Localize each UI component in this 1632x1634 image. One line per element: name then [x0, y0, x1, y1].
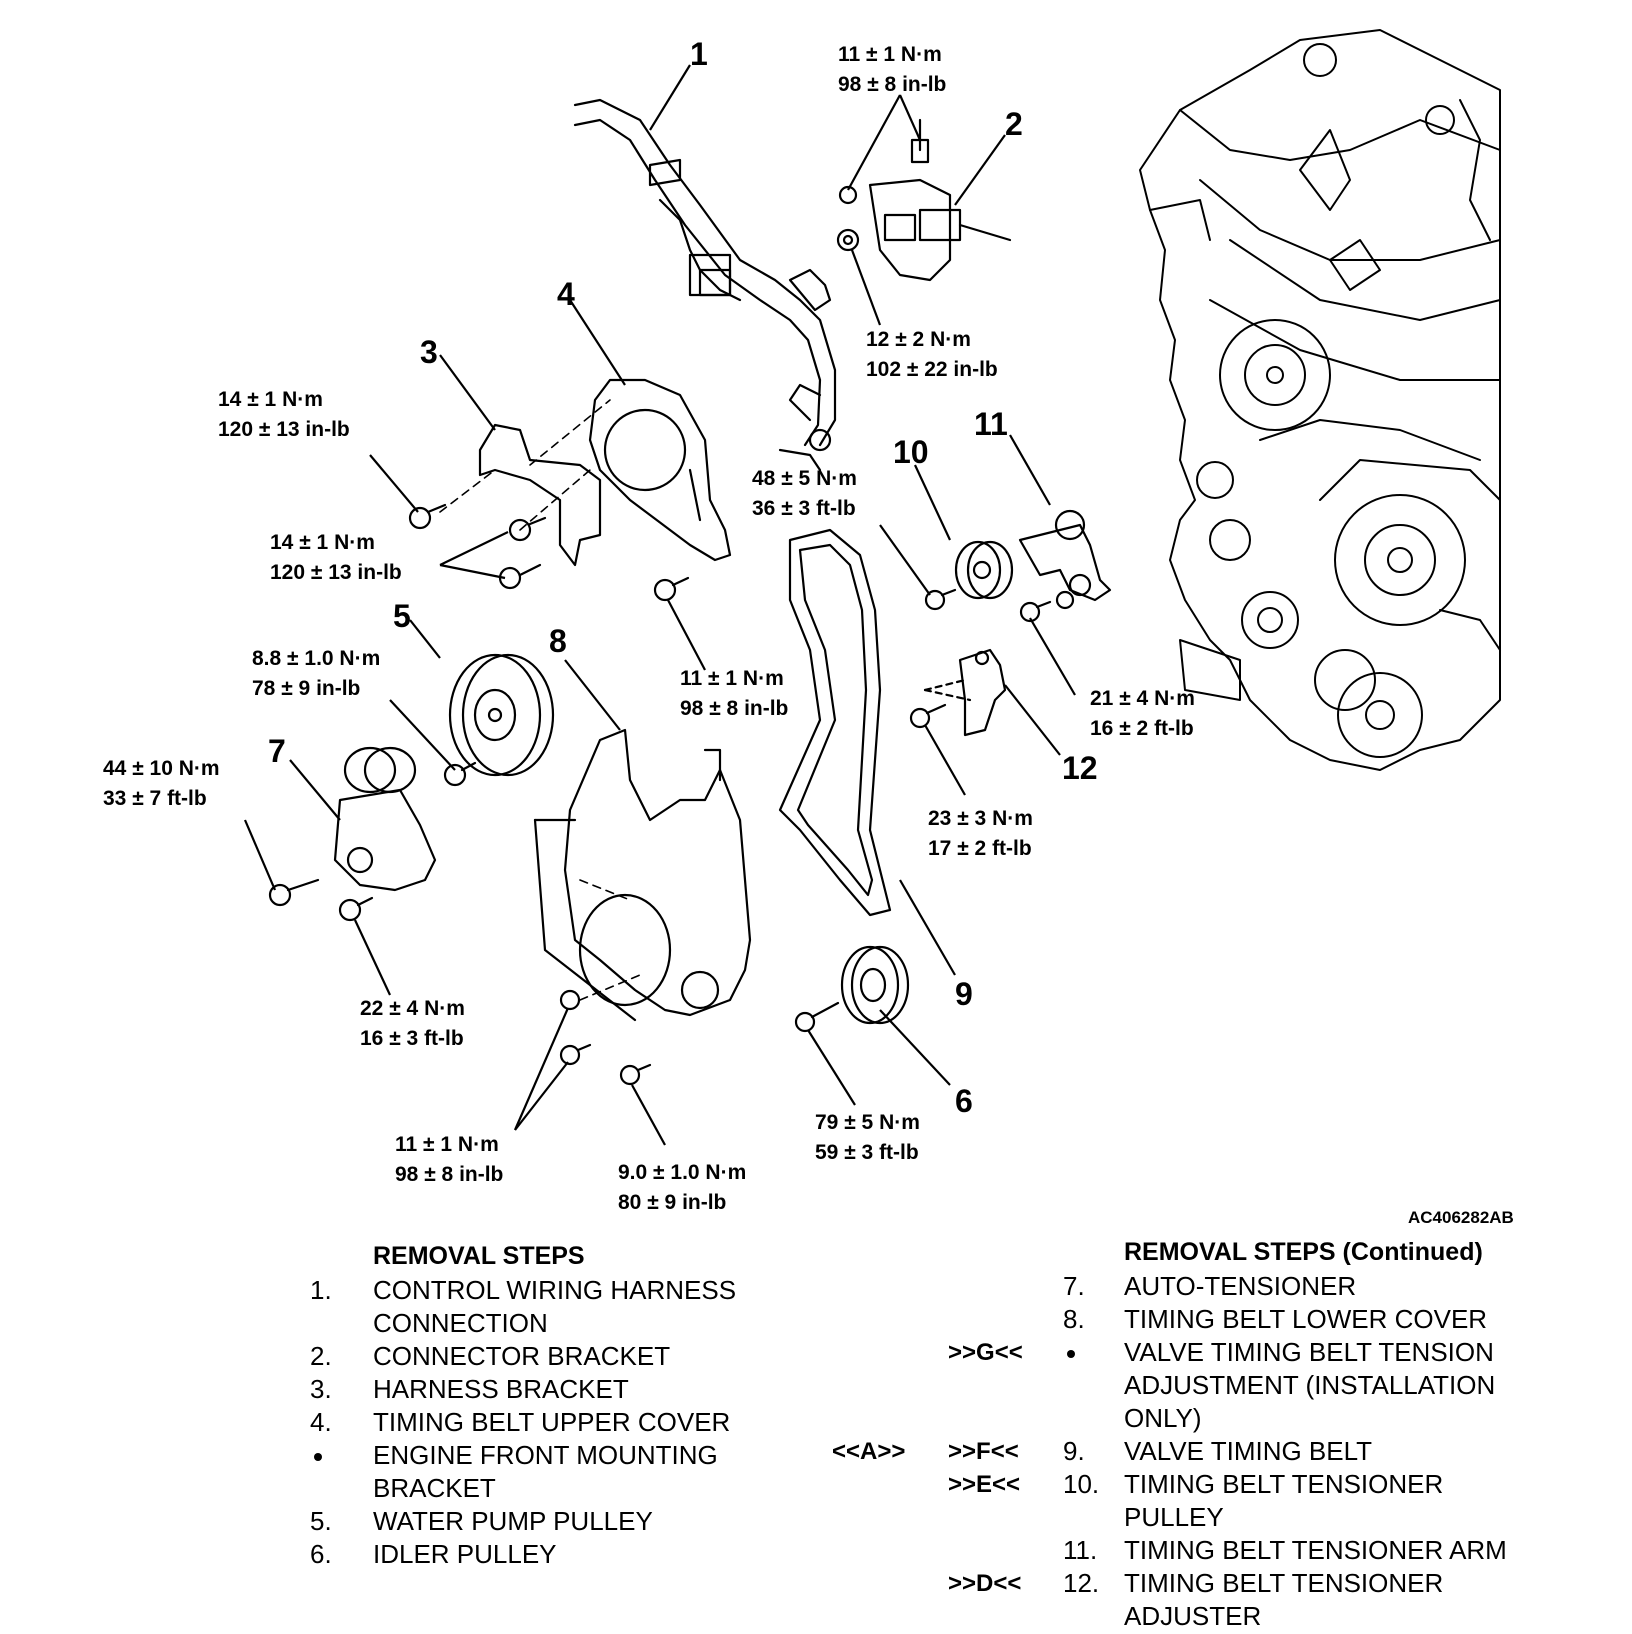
- removal-step-item: 8. TIMING BELT LOWER COVER: [0, 1303, 1487, 1336]
- step-text: CONTROL WIRING HARNESS: [373, 1275, 737, 1305]
- removal-steps-title: REMOVAL STEPS: [373, 1242, 585, 1270]
- callout-6: 6: [955, 1083, 973, 1119]
- step-reference-installation: >>D<<: [948, 1570, 1022, 1597]
- step-number: 7.: [1063, 1271, 1085, 1301]
- step-text: TIMING BELT TENSIONER: [1124, 1469, 1444, 1499]
- connector-bracket: [836, 118, 1012, 282]
- step-text: ADJUSTER: [1124, 1601, 1262, 1631]
- callout-1: 1: [690, 36, 708, 72]
- step-number: 9.: [1063, 1436, 1085, 1466]
- engine-assembly: [1139, 29, 1501, 771]
- step-number: 11.: [1063, 1535, 1098, 1565]
- step-number: 5.: [310, 1506, 332, 1536]
- bullet-icon: [310, 1439, 322, 1472]
- removal-step-item: 6. IDLER PULLEY: [0, 1538, 800, 1571]
- step-text: HARNESS BRACKET: [373, 1374, 629, 1404]
- step-text: ENGINE FRONT MOUNTING: [373, 1440, 718, 1470]
- callout-2: 2: [1005, 106, 1023, 142]
- step-text: ONLY): [1124, 1403, 1202, 1433]
- step-reference-removal: <<A>>: [832, 1438, 906, 1465]
- removal-step-item: 11. TIMING BELT TENSIONER ARM: [0, 1534, 1507, 1567]
- step-text: TIMING BELT TENSIONER: [1124, 1568, 1444, 1598]
- step-text: TIMING BELT TENSIONER ARM: [1124, 1535, 1507, 1565]
- callout-8: 8: [549, 623, 567, 659]
- step-reference-installation: >>G<<: [948, 1339, 1023, 1366]
- timing-belt-upper-cover: [498, 378, 732, 602]
- removal-step-item: 2. CONNECTOR BRACKET: [0, 1340, 800, 1373]
- step-text: CONNECTION: [373, 1308, 548, 1338]
- callout-10: 10: [893, 434, 929, 470]
- step-text: PULLEY: [1124, 1502, 1224, 1532]
- step-text: VALVE TIMING BELT: [1124, 1436, 1373, 1466]
- figure-code: AC406282AB: [1408, 1208, 1514, 1227]
- auto-tensioner: [268, 746, 437, 922]
- idler-pulley: [794, 945, 910, 1033]
- step-number: 6.: [310, 1539, 332, 1569]
- step-number: 1.: [310, 1275, 332, 1305]
- step-text: ADJUSTMENT (INSTALLATION: [1124, 1370, 1496, 1400]
- removal-step-item: 4. TIMING BELT UPPER COVER: [0, 1406, 800, 1439]
- tensioner-arm: [1018, 509, 1112, 623]
- step-number: 12.: [1063, 1568, 1100, 1598]
- timing-belt-lower-cover: [533, 728, 752, 1086]
- leader-lines: [243, 64, 1076, 1146]
- bullet-icon: [1063, 1336, 1075, 1369]
- step-number: 8.: [1063, 1304, 1085, 1334]
- removal-steps-continued-title: REMOVAL STEPS (Continued): [1124, 1238, 1483, 1266]
- callout-3: 3: [420, 334, 438, 370]
- callout-5: 5: [393, 598, 411, 634]
- step-text: TIMING BELT LOWER COVER: [1124, 1304, 1488, 1334]
- callout-7: 7: [268, 733, 286, 769]
- step-number: 2.: [310, 1341, 332, 1371]
- step-number: 3.: [310, 1374, 332, 1404]
- callout-4: 4: [557, 276, 575, 312]
- callout-11: 11: [974, 406, 1008, 442]
- removal-step-item: 7. AUTO-TENSIONER: [0, 1270, 1356, 1303]
- tensioner-adjuster: [909, 648, 1007, 737]
- step-text: VALVE TIMING BELT TENSION: [1124, 1337, 1494, 1367]
- step-text: CONNECTOR BRACKET: [373, 1341, 671, 1371]
- removal-step-item: 9. <<A>> >>F<< VALVE TIMING BELT: [0, 1435, 1372, 1468]
- callout-12: 12: [1062, 750, 1098, 786]
- valve-timing-belt: [778, 528, 892, 917]
- step-text: BRACKET: [373, 1473, 496, 1503]
- alignment-lines: [439, 399, 641, 1001]
- removal-step-item: 3. HARNESS BRACKET: [0, 1373, 800, 1406]
- tensioner-pulley: [924, 540, 1014, 611]
- removal-step-item: 5. WATER PUMP PULLEY: [0, 1505, 800, 1538]
- step-number: 4.: [310, 1407, 332, 1437]
- step-reference-installation: >>E<<: [948, 1471, 1021, 1498]
- step-text: WATER PUMP PULLEY: [373, 1506, 653, 1536]
- harness-bracket: [408, 423, 602, 567]
- callout-9: 9: [955, 976, 973, 1012]
- step-text: AUTO-TENSIONER: [1124, 1271, 1357, 1301]
- step-number: 10.: [1063, 1469, 1100, 1499]
- control-wiring-harness: [573, 98, 837, 472]
- step-text: IDLER PULLEY: [373, 1539, 557, 1569]
- water-pump-pulley: [443, 653, 555, 787]
- step-text: TIMING BELT UPPER COVER: [373, 1407, 731, 1437]
- step-reference-installation: >>F<<: [948, 1438, 1019, 1465]
